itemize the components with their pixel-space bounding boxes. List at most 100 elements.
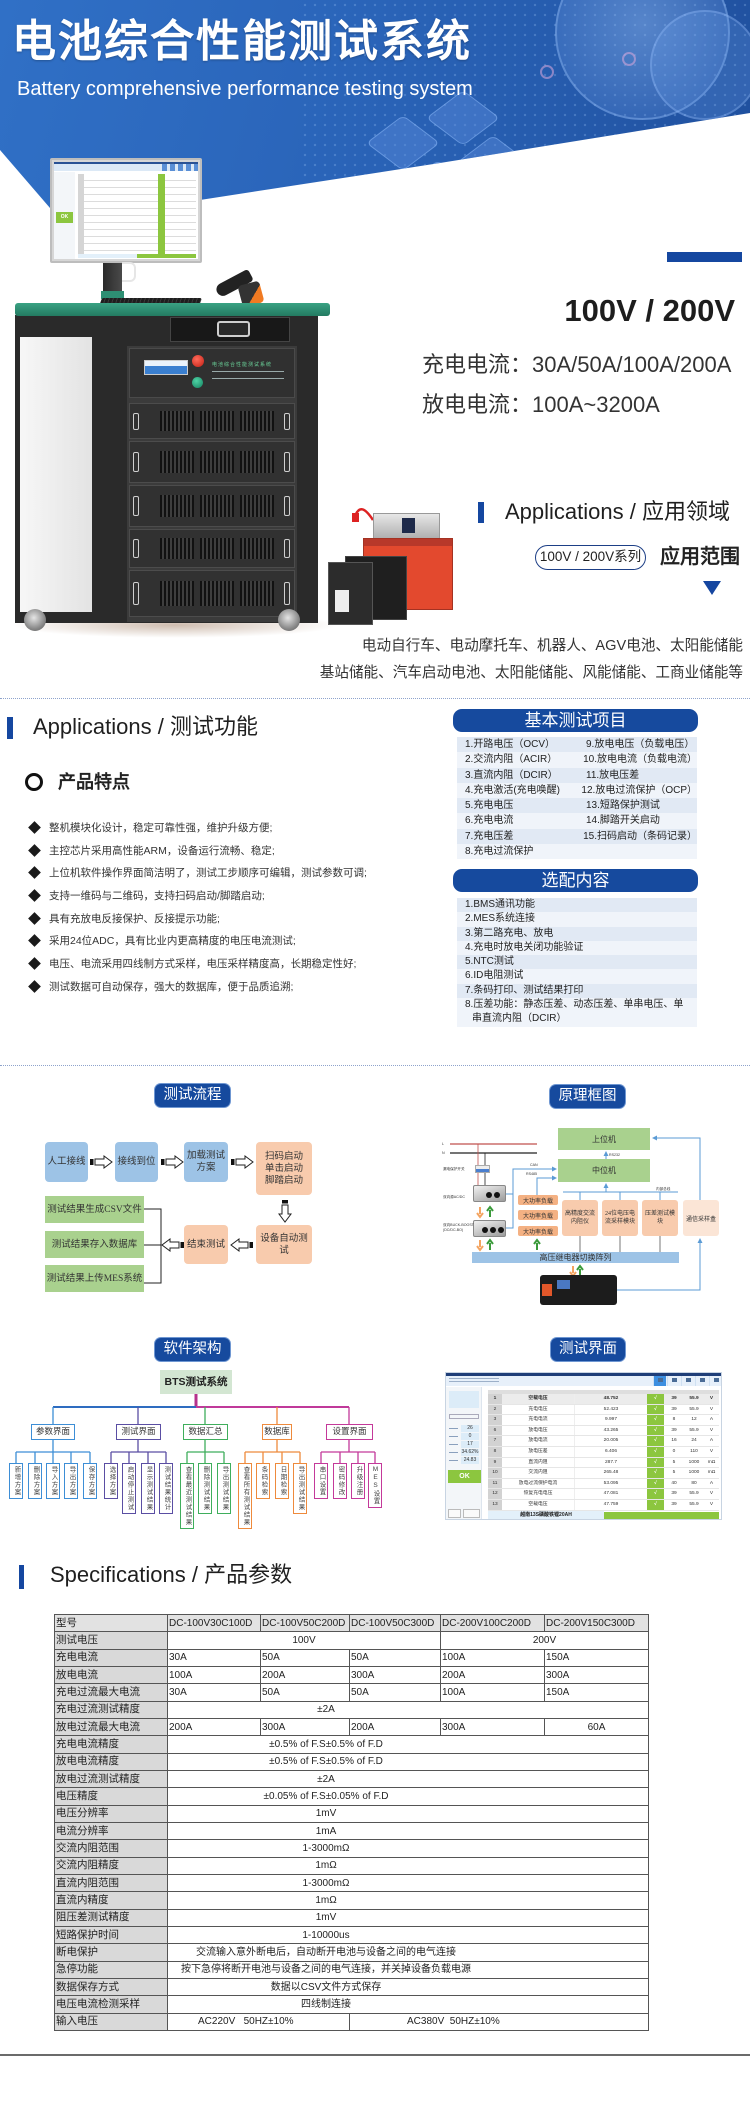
result-cell-name: 空载电压 [502,1394,575,1404]
battery-display [402,518,415,533]
basic-tests-title: 基本测试项目 [453,709,698,732]
result-cell-value: 48.752 [603,1396,619,1401]
vent-grille [240,411,274,431]
basic-test-item: 1.开路电压（OCV） [465,739,556,750]
optional-item: 2.MES系统连接 [457,912,697,927]
result-cell-result: √ [647,1436,664,1446]
basic-test-row: 8.充电过流保护 [457,843,697,859]
result-cell-value: 9.997 [604,1417,617,1423]
result-cell-min: 16 [671,1438,677,1444]
software-group-settings: 设置界面 [326,1424,373,1440]
section-divider [0,1065,750,1066]
feature-text: 上位机软件操作界面简洁明了，测试工步顺序可编辑，测试参数可调; [49,867,367,880]
result-cell-no: 2 [488,1404,502,1415]
accent-bar [667,252,742,262]
spec-value: DC-200V100C200D [440,1613,545,1633]
flow-step-auto-test: 设备自动测试 [256,1225,312,1264]
result-cell-name: 直流内阻 [502,1457,575,1468]
module-box: 压差测试模块 [642,1200,678,1236]
software-leaf: 密码修改 [333,1463,347,1499]
result-cell-min: 39 [671,1396,677,1401]
spec-value: DC-100V30C100D [167,1613,261,1633]
result-cell-name: 放电电流 [502,1436,575,1446]
spec-row: 断电保护交流输入意外断电后，自动断开电池与设备之间的电气连接 [54,1943,649,1962]
feature-text: 测试数据可自动保存，强大的数据库，便于品质追溯; [49,980,294,993]
result-cell-min: 39 [671,1491,677,1497]
spec-label: 充电电流 [54,1648,168,1667]
result-cell-min: 0 [672,1448,676,1454]
optional-item: 7.条码打印、测试结果打印 [457,983,697,999]
toolbar-test-icon [653,1376,666,1386]
result-cell-min: 40 [671,1480,677,1486]
result-cell-unit: A [709,1417,714,1423]
result-cell-max: 55.9 [689,1501,699,1507]
scope-label: 应用范围 [660,546,740,568]
neutral-label: N [442,1151,445,1155]
spec-value: 1-10000us [167,1925,649,1945]
spec-value: 150A [544,1683,649,1702]
acdc-module-icon [473,1185,506,1202]
monitor-result-table [78,174,196,254]
optional-item: 6.ID电阻测试 [457,969,697,984]
rack-unit [129,485,295,527]
spec-value: 1mΩ [167,1891,649,1910]
result-cell-name: 放电过流保护电流 [502,1478,575,1489]
spec-row: 电压精度±0.05% of F.S±0.05% of F.D [54,1787,649,1806]
rack-handle-icon [284,496,290,516]
functions-heading: Applications / 测试功能 [33,714,258,739]
spec-value: 50A [260,1683,350,1702]
vent-grille [160,494,194,518]
basic-test-row: 3.直流内阻（DCIR）11.放电压差 [457,767,697,783]
result-cell-min: 39 [671,1427,677,1433]
spec-value: 300A [440,1717,545,1737]
result-table-header [488,1390,719,1394]
basic-test-item: 2.交流内阻（ACIR） [465,754,558,766]
result-cell-min: 8 [672,1417,676,1423]
rack-unit [129,529,295,568]
sampler-box: 通信采样盒 [683,1200,719,1236]
feature-item: 采用24位ADC，具有比业内更高精度的电压电流测试; [28,929,448,952]
feature-text: 主控芯片采用高性能ARM，设备运行流畅、稳定; [49,844,275,857]
vent-grille [160,538,194,559]
vent-grille [160,450,194,474]
spec-value: 100A [167,1665,261,1685]
page-title: 电池综合性能测试系统 [12,17,472,66]
rack-handle-icon [133,412,139,430]
internal-bus-label: 内部总线 [656,1187,671,1191]
software-tree-lines [15,1394,376,1463]
basic-test-item: 12.放电过流保护（OCP） [581,784,697,796]
vent-grille [200,538,234,559]
spec-label: 交流内阻精度 [54,1856,168,1875]
flow-step-label: 扫码启动 [264,1151,303,1162]
software-leaf: 启动停止测试 [122,1463,136,1514]
live-label: L [442,1142,444,1146]
basic-test-item: 3.直流内阻（DCIR） [465,769,558,781]
feature-item: 具有充放电反接保护、反接提示功能; [28,907,448,930]
result-cell-max: 1000 [688,1459,700,1465]
spec-label: 直流内阻范围 [54,1873,168,1893]
software-group-summary: 数据汇总 [183,1424,228,1440]
spec-label: 输入电压 [54,2012,168,2031]
test-ui-title: 测试界面 [551,1338,625,1361]
load-box: 大功率负载 [518,1210,558,1220]
feature-text: 具有充放电反接保护、反接提示功能; [49,912,220,925]
principle-title: 原理框图 [550,1085,625,1108]
flow-step-label: 试 [279,1245,289,1256]
spec-value: 交流输入意外断电后，自动断开电池与设备之间的电气连接 [167,1943,649,1962]
basic-test-item: 10.放电电流（负载电流） [583,754,697,766]
software-leaf: 新增方案 [9,1463,23,1499]
diamond-bullet-icon [28,843,41,857]
result-cell-name: 交流内阻 [502,1468,575,1478]
software-leaf: 查看所有测试结果 [238,1463,252,1529]
battery-cable-icon [352,507,375,522]
discharge-current-label: 放电电流： [422,392,533,417]
spec-label: 交流内阻范围 [54,1839,168,1858]
result-cell-value: 20.005 [603,1438,619,1444]
flow-step-label: 加载测试 [186,1151,225,1161]
